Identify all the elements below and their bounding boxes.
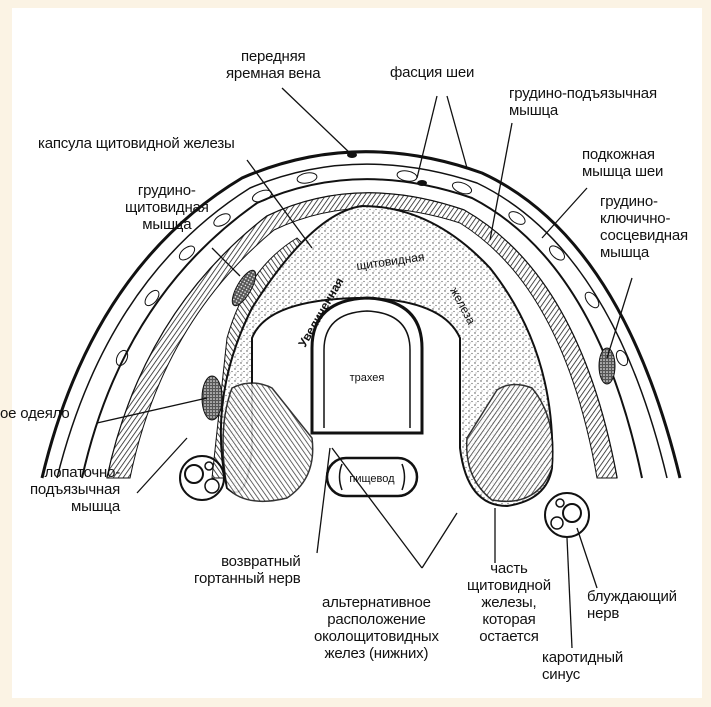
trachea: трахея: [312, 298, 422, 433]
esophagus: пищевод: [327, 458, 417, 496]
label-sternocleidomastoid-muscle: грудино- ключично- сосцевидная мышца: [600, 193, 688, 261]
anatomy-diagram: трахея пищевод Увеличенная щитовидная же…: [12, 8, 702, 698]
label-thyroid-capsule: капсула щитовидной железы: [38, 135, 235, 152]
label-omohyoid-muscle: лопаточно- подъязычная мышца: [30, 464, 120, 515]
label-blanket: ое одеяло: [0, 405, 70, 422]
trachea-label: трахея: [350, 372, 385, 384]
label-thyroid-remnant: часть щитовидной железы, которая остаетс…: [467, 560, 551, 645]
label-sternohyoid-muscle: грудино-подъязычная мышца: [509, 85, 657, 119]
esophagus-label: пищевод: [349, 473, 395, 485]
label-neck-fascia: фасция шеи: [390, 64, 474, 81]
label-anterior-jugular-vein: передняя яремная вена: [226, 48, 320, 82]
label-recurrent-laryngeal-nerve: возвратный гортанный нерв: [194, 553, 301, 587]
label-carotid-sinus: каротидный синус: [542, 649, 623, 683]
label-alternative-parathyroid: альтернативное расположение околощитовид…: [314, 594, 439, 662]
thyroid-lower-lobe-left: [223, 383, 313, 501]
label-sternothyroid-muscle: грудино- щитовидная мышца: [125, 182, 209, 233]
label-platysma: подкожная мышца шеи: [582, 146, 663, 180]
carotid-sheath-right: [545, 493, 589, 537]
label-vagus-nerve: блуждающий нерв: [587, 588, 677, 622]
